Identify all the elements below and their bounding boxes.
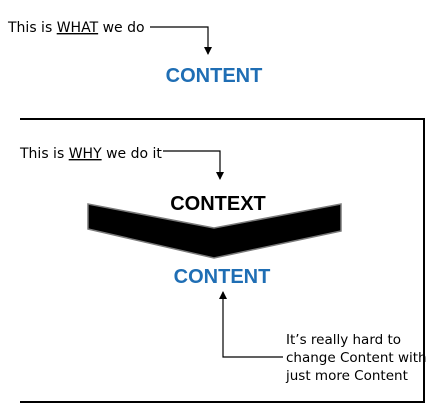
top-content-text: CONTENT <box>166 65 263 87</box>
context-text: CONTEXT <box>170 193 266 215</box>
what-suffix: we do <box>98 20 144 36</box>
what-we-do-label: This is WHAT we do <box>7 20 145 36</box>
box-content-text: CONTENT <box>174 266 271 288</box>
why-prefix: This is <box>19 146 69 162</box>
note-line-1: It’s really hard to <box>286 332 401 348</box>
note-line-3: just more Content <box>285 368 408 384</box>
what-prefix: This is <box>7 20 57 36</box>
what-keyword: WHAT <box>57 20 99 36</box>
why-keyword: WHY <box>69 146 102 162</box>
note-line-2: change Content with <box>286 350 427 366</box>
why-arrow <box>163 150 224 180</box>
why-suffix: we do it <box>102 146 163 162</box>
why-we-do-it-label: This is WHY we do it <box>19 146 162 162</box>
note-arrow <box>219 291 283 358</box>
chevron-band <box>87 203 342 259</box>
context-box <box>20 118 425 403</box>
what-arrow <box>150 26 212 55</box>
